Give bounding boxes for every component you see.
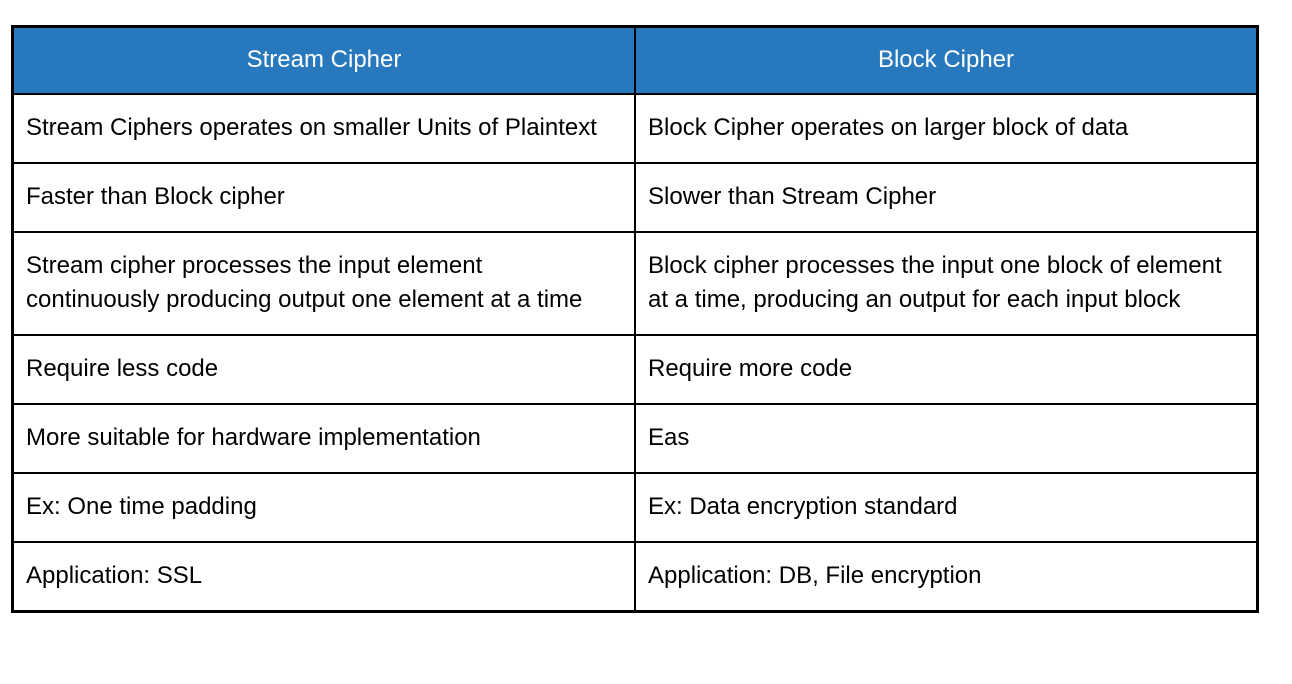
table-row: Require less code Require more code xyxy=(11,334,1259,405)
cell-block-speed: Slower than Stream Cipher xyxy=(634,162,1259,233)
table-header: Stream Cipher Block Cipher xyxy=(11,25,1259,95)
column-header-stream-cipher: Stream Cipher xyxy=(11,25,636,95)
cell-block-code: Require more code xyxy=(634,334,1259,405)
cell-stream-example: Ex: One time padding xyxy=(11,472,636,543)
column-header-block-cipher: Block Cipher xyxy=(634,25,1259,95)
table-row: Stream Ciphers operates on smaller Units… xyxy=(11,93,1259,164)
table-row: Ex: One time padding Ex: Data encryption… xyxy=(11,472,1259,543)
table-row: Faster than Block cipher Slower than Str… xyxy=(11,162,1259,233)
cell-stream-implementation: More suitable for hardware implementatio… xyxy=(11,403,636,474)
cell-stream-speed: Faster than Block cipher xyxy=(11,162,636,233)
cell-block-processing: Block cipher processes the input one blo… xyxy=(634,231,1259,336)
table-row: More suitable for hardware implementatio… xyxy=(11,403,1259,474)
cell-block-application: Application: DB, File encryption xyxy=(634,541,1259,613)
cell-stream-code: Require less code xyxy=(11,334,636,405)
cell-stream-processing: Stream cipher processes the input elemen… xyxy=(11,231,636,336)
header-row: Stream Cipher Block Cipher xyxy=(11,25,1259,95)
cell-stream-units: Stream Ciphers operates on smaller Units… xyxy=(11,93,636,164)
cell-stream-application: Application: SSL xyxy=(11,541,636,613)
cell-block-example: Ex: Data encryption standard xyxy=(634,472,1259,543)
table-row: Stream cipher processes the input elemen… xyxy=(11,231,1259,336)
cell-block-implementation: Eas xyxy=(634,403,1259,474)
table-body: Stream Ciphers operates on smaller Units… xyxy=(11,93,1259,613)
comparison-table: Stream Cipher Block Cipher Stream Cipher… xyxy=(11,25,1259,613)
table-row: Application: SSL Application: DB, File e… xyxy=(11,541,1259,613)
cell-block-units: Block Cipher operates on larger block of… xyxy=(634,93,1259,164)
